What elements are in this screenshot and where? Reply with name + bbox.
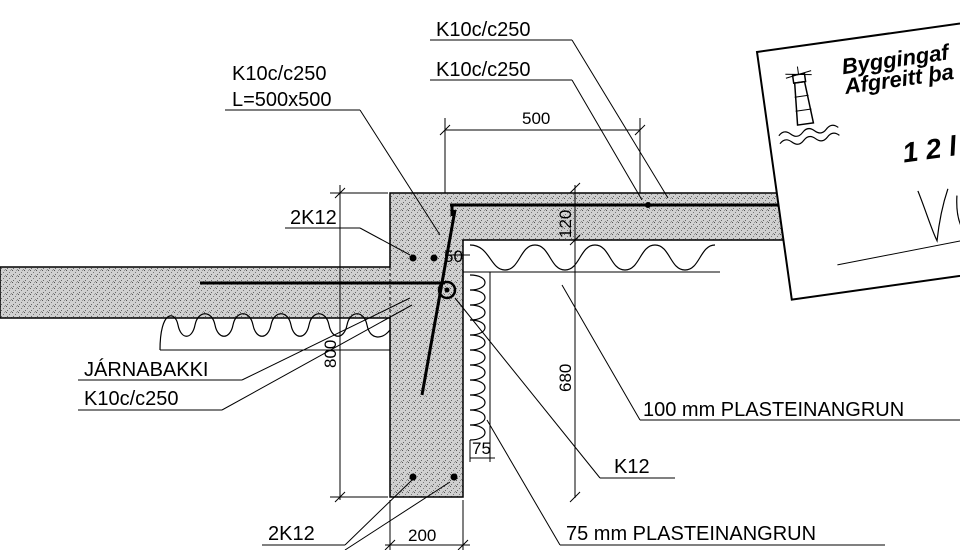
dim-50: 50 [444, 247, 463, 266]
dim-500: 500 [522, 109, 550, 128]
label-l-500: L=500x500 [232, 89, 332, 111]
label-k12: K12 [614, 456, 650, 478]
label-k10-top-1: K10c/c250 [436, 19, 531, 41]
dimension-values: 500 120 50 800 680 75 200 [321, 109, 575, 545]
dim-75: 75 [472, 439, 491, 458]
label-jarnabakki: JÁRNABAKKI [84, 358, 208, 381]
label-plast-75: 75 mm PLASTEINANGRUN [566, 523, 816, 545]
insulation-under-slab-left [159, 313, 391, 351]
insulation-under-slab-right [463, 244, 720, 273]
dimension-lines [320, 118, 646, 550]
annotation-labels: K10c/c250 K10c/c250 K10c/c250 L=500x500 … [84, 19, 904, 545]
dim-120: 120 [556, 210, 575, 238]
stamp-digits: 1 2 l [900, 130, 959, 168]
dim-800: 800 [321, 340, 340, 368]
label-2k12-bottom: 2K12 [268, 523, 315, 545]
dim-200: 200 [408, 526, 436, 545]
dim-680: 680 [556, 364, 575, 392]
signature [917, 188, 960, 243]
label-k10-left: K10c/c250 [232, 63, 327, 85]
concrete-section [0, 192, 791, 498]
label-2k12-top: 2K12 [290, 207, 337, 229]
label-plast-100: 100 mm PLASTEINANGRUN [643, 399, 904, 421]
label-k10-bottom: K10c/c250 [84, 388, 179, 410]
reinforcement-bars [200, 202, 780, 481]
leader-lines [78, 39, 960, 550]
insulation-wall [469, 272, 491, 455]
approval-stamp: Byggingaf Afgreitt þa 1 2 l [755, 17, 960, 301]
lighthouse-icon [778, 66, 840, 145]
label-k10-top-2: K10c/c250 [436, 59, 531, 81]
